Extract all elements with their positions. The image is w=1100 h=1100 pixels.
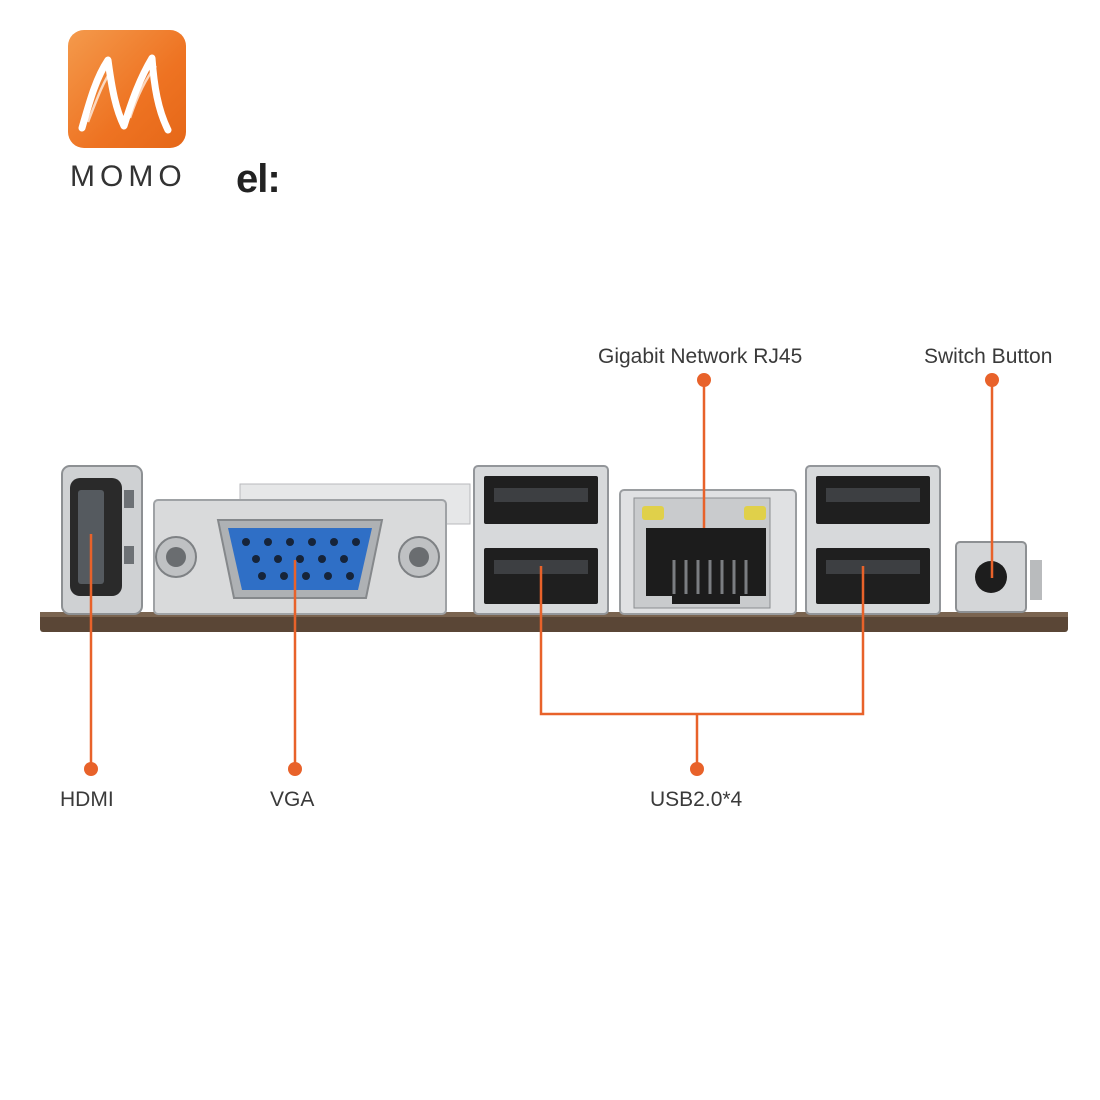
label-switch-button: Switch Button: [924, 345, 1053, 368]
hdmi-port: [61, 465, 143, 615]
callout-lines: [89, 380, 994, 768]
label-usb: USB2.0*4: [650, 788, 743, 811]
label-rj45: Gigabit Network RJ45: [598, 345, 803, 368]
panel-title-fragment: el:: [236, 157, 281, 201]
logo-m-icon: [78, 54, 172, 134]
usb-stack-right: [805, 465, 941, 615]
rj45-port: [619, 489, 797, 615]
vga-port: [153, 483, 471, 615]
brand-logo: [68, 30, 186, 148]
callout-dots: [84, 373, 999, 776]
switch-button: [955, 541, 1042, 613]
label-hdmi: HDMI: [60, 788, 114, 811]
brand-name: MOMO: [70, 160, 187, 193]
label-vga: VGA: [270, 788, 315, 811]
